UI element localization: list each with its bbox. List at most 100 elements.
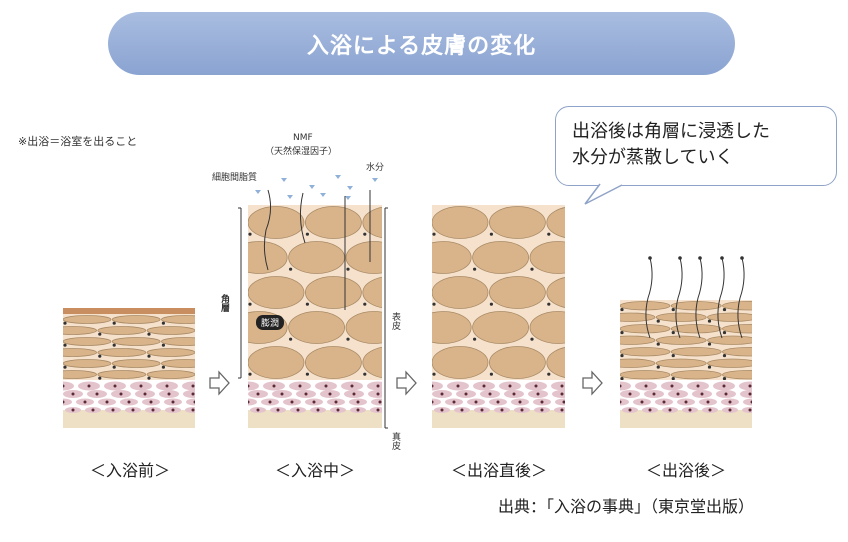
nucleus (165, 384, 169, 388)
corneocyte (707, 335, 752, 345)
lipid-dot (722, 353, 727, 358)
nucleus (105, 400, 109, 404)
corneocyte (63, 348, 97, 357)
corneocyte (63, 337, 112, 346)
corneocyte (362, 276, 382, 309)
lipid-label: 細胞間脂質 (212, 173, 258, 183)
nucleus (644, 384, 648, 388)
lipid-dot (489, 372, 493, 376)
callout-line-1: 出浴後は角層に浸透した (572, 121, 770, 142)
nucleus (560, 384, 564, 388)
corneocyte (432, 276, 489, 309)
nucleus (111, 408, 115, 412)
panel-label-during: ＜入浴中＞ (274, 461, 355, 480)
epidermis-cell (185, 407, 195, 413)
corneocyte (759, 359, 809, 368)
lipid-dot (416, 338, 419, 341)
cells (248, 206, 382, 379)
nucleus (63, 384, 65, 388)
corneocyte (161, 315, 195, 324)
corneocyte (248, 206, 305, 239)
nucleus (191, 408, 195, 412)
nucleus (728, 400, 732, 404)
lipid-dot (473, 337, 477, 341)
lipid-dot (289, 267, 293, 271)
nucleus (432, 384, 434, 388)
nucleus (304, 392, 308, 396)
corneocyte (432, 241, 472, 274)
lipid-dot (722, 330, 727, 335)
nucleus (143, 392, 147, 396)
corneocyte (432, 311, 472, 344)
lipid-dot (211, 344, 214, 347)
lipid-dot (547, 232, 551, 236)
epidermis-label: 表皮 (390, 312, 400, 330)
corneocyte (759, 313, 809, 322)
lipid-dot (722, 307, 727, 312)
corneocyte (362, 206, 382, 239)
lipid-dot (620, 376, 624, 381)
nucleus (728, 408, 732, 412)
nucleus (83, 400, 87, 404)
nucleus (352, 392, 356, 396)
lipid-dot (547, 302, 551, 306)
epidermis-cell (554, 407, 565, 413)
corneocyte (63, 326, 97, 335)
evaporation-line (717, 257, 725, 339)
nucleus (676, 392, 680, 396)
corneocyte (722, 370, 752, 380)
arrow-right-icon (209, 370, 230, 396)
nucleus (648, 408, 652, 412)
nucleus (432, 400, 434, 404)
water-drop-icon (255, 190, 261, 194)
lipid-dot (211, 366, 214, 369)
lipid-dot (197, 355, 200, 358)
lipid-dot (49, 377, 52, 380)
epidermis-cell (182, 381, 195, 391)
corneocyte (345, 311, 382, 344)
nucleus (272, 384, 276, 388)
epidermis-cell (63, 381, 74, 391)
lipid-dot (363, 232, 367, 236)
nucleus (696, 384, 700, 388)
nucleus (620, 384, 622, 388)
lipid-dot (489, 232, 493, 236)
lipid-dot (112, 343, 116, 347)
nucleus (378, 400, 382, 404)
nucleus (748, 408, 752, 412)
corneocyte (288, 241, 346, 274)
nucleus (63, 400, 65, 404)
corneocyte (774, 302, 824, 311)
nucleus (87, 384, 91, 388)
nucleus (662, 400, 666, 404)
corneocyte (304, 346, 362, 379)
corneocyte (620, 301, 671, 311)
lipid-dot (656, 342, 660, 346)
corneocyte (620, 370, 671, 380)
evaporation-line (645, 257, 653, 339)
nucleus (520, 408, 524, 412)
lipid-dot (605, 365, 608, 368)
corneocyte (111, 315, 161, 324)
nmf-label: NMF (293, 133, 313, 143)
nucleus (376, 384, 380, 388)
lipid-dot (774, 331, 777, 334)
epidermis-cell (620, 398, 629, 406)
lipid-dot (289, 337, 293, 341)
lipid-dot (197, 377, 200, 380)
nucleus (628, 392, 632, 396)
nucleus (356, 400, 360, 404)
nucleus (248, 384, 250, 388)
arrow-right-icon (582, 370, 603, 396)
water-drop-icon (281, 178, 287, 182)
nucleus (488, 392, 492, 396)
nucleus (334, 400, 338, 404)
nucleus (91, 408, 95, 412)
cells (49, 315, 214, 380)
water-drop-icon (372, 178, 378, 182)
epidermis-cell (248, 398, 257, 406)
lipid-dot (620, 330, 624, 335)
corneocyte (161, 359, 195, 368)
corneocyte (111, 337, 161, 346)
nucleus (139, 384, 143, 388)
